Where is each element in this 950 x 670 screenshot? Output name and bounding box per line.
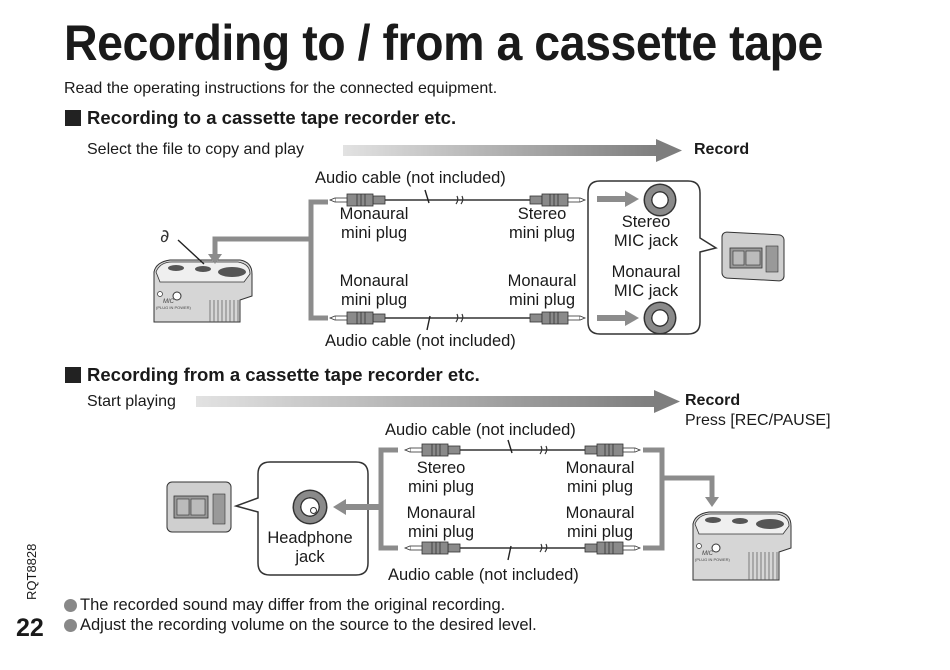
flow-end-1: Record — [694, 141, 750, 158]
document-code: RQT8828 — [24, 543, 39, 600]
plug-type: Stereo — [416, 459, 466, 477]
plug-type: Monaural — [565, 504, 635, 522]
jack-label-headphone: Headphone jack — [262, 529, 358, 567]
section-heading-1: Recording to a cassette tape recorder et… — [65, 107, 456, 129]
plug-kind: mini plug — [508, 224, 576, 242]
note-text: Adjust the recording volume on the sourc… — [80, 616, 537, 634]
headphone-jack-icon — [294, 491, 326, 523]
plug-label-right-top-1: Stereo mini plug — [502, 205, 582, 243]
svg-text:MIC: MIC — [702, 551, 714, 557]
page-subtitle: Read the operating instructions for the … — [64, 80, 498, 97]
flow-end-2: Record — [685, 392, 741, 409]
connector-bracket-2 — [378, 447, 715, 551]
ic-cassette-recorder-2 — [166, 481, 232, 533]
note-item: The recorded sound may differ from the o… — [64, 596, 505, 615]
flow-start-2: Start playing — [87, 393, 176, 410]
section-heading-2: Recording from a cassette tape recorder … — [65, 364, 480, 386]
plug-label-left-top-1: Monaural mini plug — [334, 205, 414, 243]
cable-label-top-2: Audio cable (not included) — [385, 421, 576, 439]
svg-text:(PLUG IN POWER): (PLUG IN POWER) — [156, 305, 192, 310]
note-text: The recorded sound may differ from the o… — [80, 596, 506, 614]
plug-kind: mini plug — [407, 523, 475, 541]
flow-start-1: Select the file to copy and play — [87, 141, 305, 158]
cable-bottom-1 — [329, 311, 586, 331]
cable-label-top-1: Audio cable (not included) — [315, 169, 506, 187]
plug-kind: mini plug — [407, 478, 475, 496]
plug-label-right-bottom-1: Monaural mini plug — [502, 272, 582, 310]
square-bullet-icon — [65, 367, 81, 383]
ic-cassette-recorder-1 — [721, 231, 785, 282]
svg-text:MIC: MIC — [163, 299, 175, 305]
jack-label-monaural-mic: Monaural MIC jack — [602, 263, 690, 301]
plug-label-right-top-2: Monaural mini plug — [560, 459, 640, 497]
jack-kind: MIC jack — [613, 232, 679, 250]
plug-type: Monaural — [339, 272, 409, 290]
plug-kind: mini plug — [340, 224, 408, 242]
plug-label-left-bottom-2: Monaural mini plug — [401, 504, 481, 542]
flow-arrow-2 — [196, 390, 680, 413]
section-heading-2-text: Recording from a cassette tape recorder … — [87, 364, 480, 385]
plug-kind: mini plug — [508, 291, 576, 309]
section-heading-1-text: Recording to a cassette tape recorder et… — [87, 107, 457, 128]
svg-text:(PLUG IN POWER): (PLUG IN POWER) — [695, 557, 731, 562]
note-item: Adjust the recording volume on the sourc… — [64, 616, 537, 635]
jack-type: Stereo — [621, 213, 671, 231]
plug-type: Stereo — [517, 205, 567, 223]
jack-label-stereo-mic: Stereo MIC jack — [604, 213, 688, 251]
plug-type: Monaural — [507, 272, 577, 290]
page-title: Recording to / from a cassette tape — [64, 15, 823, 71]
plug-kind: mini plug — [566, 523, 634, 541]
jack-type: Monaural — [611, 263, 681, 281]
flow-arrow-1 — [343, 139, 682, 162]
svg-text:∂: ∂ — [160, 226, 169, 247]
cable-bottom-2 — [404, 541, 641, 561]
square-bullet-icon — [65, 110, 81, 126]
cable-top-1 — [329, 189, 586, 207]
cable-top-2 — [404, 439, 641, 457]
connector-bracket-1 — [212, 199, 328, 321]
bullet-dot-icon — [64, 599, 77, 612]
plug-type: Monaural — [406, 504, 476, 522]
cable-label-bottom-2: Audio cable (not included) — [388, 566, 579, 584]
plug-label-right-bottom-2: Monaural mini plug — [560, 504, 640, 542]
stereo-mic-jack-icon — [645, 185, 675, 215]
cable-label-bottom-1: Audio cable (not included) — [325, 332, 516, 350]
plug-label-left-top-2: Stereo mini plug — [401, 459, 481, 497]
plug-type: Monaural — [339, 205, 409, 223]
page-number: 22 — [16, 614, 44, 642]
jack-kind: MIC jack — [613, 282, 679, 300]
jack-kind: jack — [295, 548, 325, 566]
plug-type: Monaural — [565, 459, 635, 477]
ic-recorder-device-1: MIC (PLUG IN POWER) ∂ — [153, 226, 253, 323]
plug-kind: mini plug — [566, 478, 634, 496]
flow-end-2-sub: Press [REC/PAUSE] — [685, 412, 831, 429]
ic-recorder-device-2: MIC (PLUG IN POWER) — [692, 511, 792, 581]
jack-type: Headphone — [267, 529, 353, 547]
plug-kind: mini plug — [340, 291, 408, 309]
bullet-dot-icon — [64, 619, 77, 632]
plug-label-left-bottom-1: Monaural mini plug — [334, 272, 414, 310]
callout-mic-jacks — [587, 180, 718, 335]
monaural-mic-jack-icon — [645, 303, 675, 333]
